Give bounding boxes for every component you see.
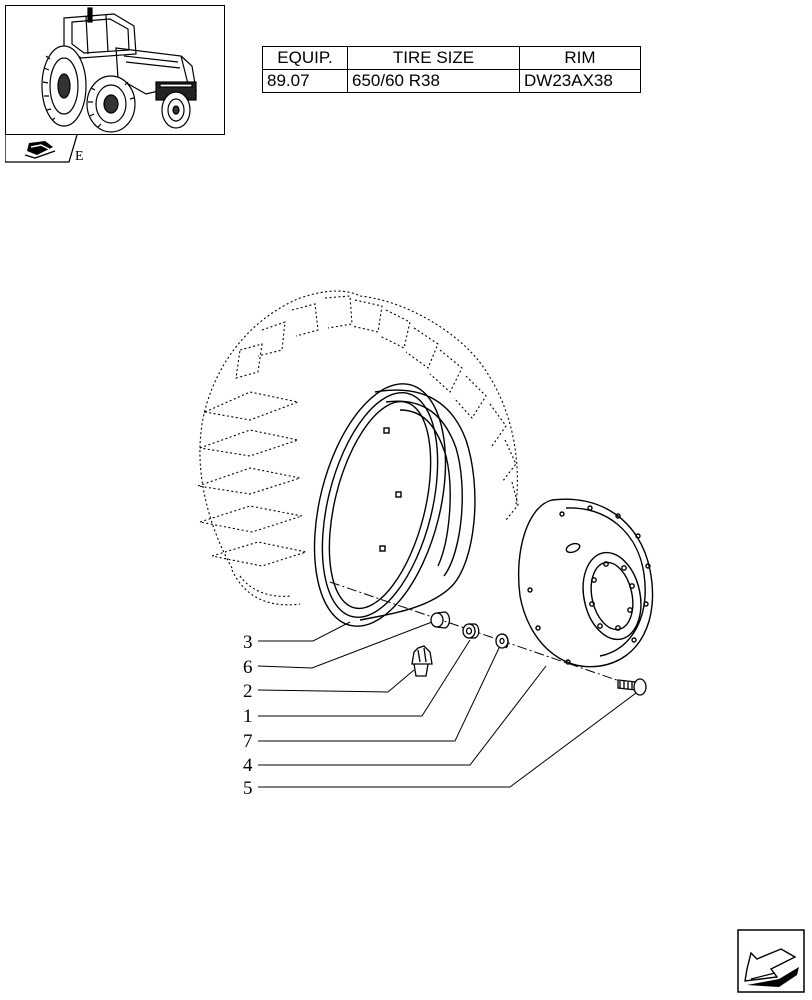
callout-7: 7	[243, 731, 253, 752]
header-equip: EQUIP.	[262, 46, 348, 70]
tractor-thumbnail	[5, 5, 225, 135]
book-arrow-icon	[24, 141, 56, 159]
tab-letter: E	[75, 149, 84, 163]
cell-rim: DW23AX38	[519, 69, 641, 93]
callout-1: 1	[243, 706, 253, 727]
callout-6: 6	[243, 657, 253, 678]
valve-part	[411, 645, 433, 677]
next-page-button[interactable]	[737, 929, 805, 998]
bolt-part	[617, 678, 647, 696]
section-tab: E	[4, 134, 85, 168]
callout-2: 2	[243, 681, 253, 702]
nut-part	[430, 611, 451, 629]
spec-table-header: EQUIP. TIRE SIZE RIM	[262, 46, 641, 70]
header-rim: RIM	[519, 46, 641, 70]
washer-part	[462, 623, 480, 639]
spec-table: EQUIP. TIRE SIZE RIM 89.07 650/60 R38 DW…	[262, 46, 641, 93]
next-page-arrow-icon	[737, 929, 805, 993]
lock-washer-part	[495, 633, 509, 649]
table-row: 89.07 650/60 R38 DW23AX38	[262, 69, 641, 93]
callout-5: 5	[243, 778, 253, 799]
tractor-icon	[41, 7, 197, 133]
cell-equip: 89.07	[262, 69, 348, 93]
assembly-axis-line	[329, 581, 641, 689]
leader-lines	[257, 621, 637, 788]
cell-tire-size: 650/60 R38	[347, 69, 520, 93]
tire-phantom	[197, 290, 519, 606]
rim-part	[313, 383, 476, 627]
callout-4: 4	[243, 755, 253, 776]
callout-3: 3	[243, 632, 253, 653]
wheel-disc	[517, 498, 654, 668]
